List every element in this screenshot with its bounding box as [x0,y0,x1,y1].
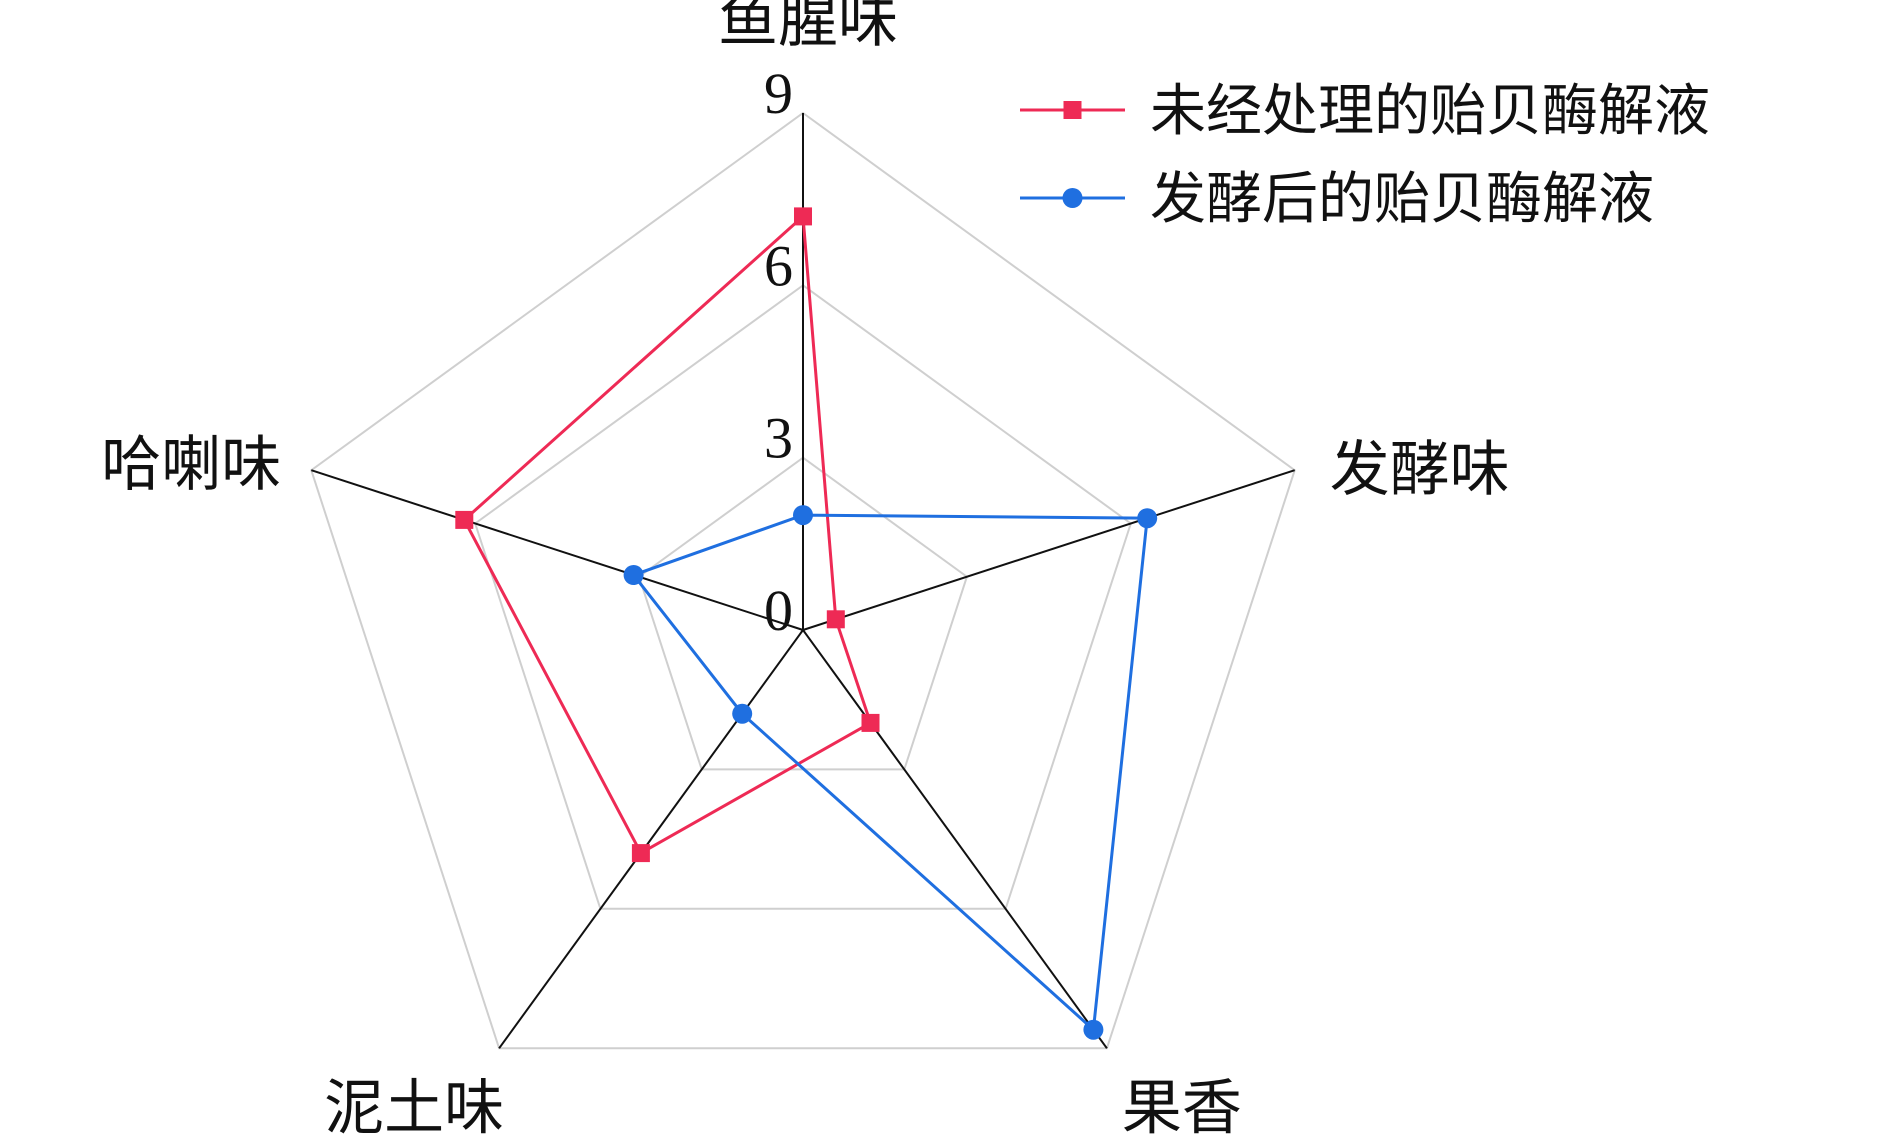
spoke-1 [802,469,1296,631]
point-1-3 [732,703,753,724]
grid-ring-3 [310,111,1296,1050]
tick-label-3: 9 [764,61,793,126]
axis-label-3: 泥土味 [324,1073,504,1136]
legend-entry-0: 未经处理的贻贝酶解液 [1020,79,1710,144]
series-0 [455,207,880,863]
series-line-0 [462,213,873,856]
axis-label-1: 发酵味 [1330,435,1510,505]
point-1-1 [1137,508,1158,529]
legend-entry-1: 发酵后的贻贝酶解液 [1020,167,1654,232]
point-0-0 [794,207,812,226]
axis-label-4: 哈喇味 [101,430,281,500]
axis-spokes [310,113,1296,1049]
point-1-2 [1083,1019,1104,1040]
legend-label-0: 未经处理的贻贝酶解液 [1150,79,1710,144]
point-0-3 [631,844,650,863]
spoke-4 [310,469,804,631]
point-0-1 [826,610,845,629]
series-line-1 [631,513,1149,1033]
legend-marker-0 [1063,101,1082,119]
point-0-4 [455,510,474,529]
point-0-2 [861,713,880,732]
data-series [455,207,1158,1040]
point-1-0 [793,505,813,526]
legend-marker-1 [1062,188,1083,208]
grid-ring-2 [474,284,1132,910]
axis-label-0: 鱼腥味 [718,0,898,56]
series-1 [623,505,1158,1040]
spoke-3 [498,629,804,1049]
tick-label-2: 6 [764,233,793,298]
spoke-2 [802,629,1108,1049]
point-1-4 [623,565,644,585]
tick-label-0: 0 [764,578,793,643]
axis-label-2: 果香 [1122,1073,1242,1136]
tick-label-1: 3 [764,406,793,471]
legend-label-1: 发酵后的贻贝酶解液 [1150,167,1654,232]
tick-labels: 0 3 6 9 [764,61,793,643]
